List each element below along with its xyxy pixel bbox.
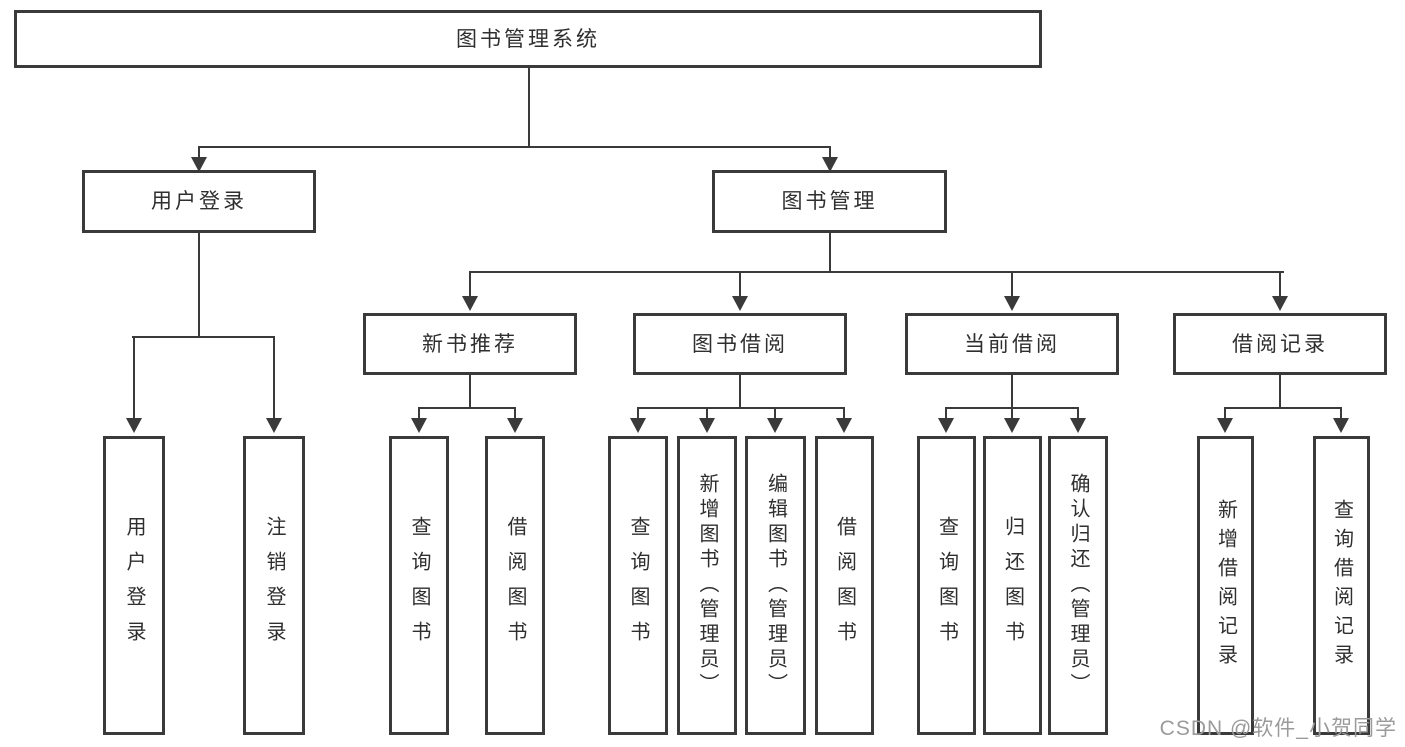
csdn-watermark: CSDN @软件_小贺同学 xyxy=(1159,717,1397,740)
arrow-down-icon xyxy=(191,157,207,172)
connector-hline xyxy=(198,146,831,148)
connector-vline xyxy=(637,407,639,419)
connector-vline xyxy=(945,407,947,419)
leaf-borrowing-add-books-admin: 新增图书（管理员） xyxy=(677,436,737,735)
node-current-borrowing-label: 当前借阅 xyxy=(964,332,1060,356)
arrow-down-icon xyxy=(1004,296,1020,311)
leaf-current-return-books-label: 归还图书 xyxy=(1001,515,1024,656)
connector-vline xyxy=(739,375,741,407)
arrow-down-icon xyxy=(1004,418,1020,433)
leaf-user-login: 用户登录 xyxy=(103,436,165,735)
leaf-current-confirm-return-admin: 确认归还（管理员） xyxy=(1048,436,1108,735)
connector-vline xyxy=(469,271,471,297)
connector-vline xyxy=(829,146,831,158)
leaf-recommend-borrow-books: 借阅图书 xyxy=(485,436,545,735)
connector-vline xyxy=(1279,375,1281,407)
node-user-login-label: 用户登录 xyxy=(151,190,247,213)
leaf-records-query-record-label: 查询借阅记录 xyxy=(1330,498,1353,673)
leaf-logout: 注销登录 xyxy=(243,436,305,735)
arrow-down-icon xyxy=(411,418,427,433)
arrow-down-icon xyxy=(767,418,783,433)
connector-vline xyxy=(1224,407,1226,419)
connector-vline xyxy=(418,407,420,419)
leaf-current-query-books-label: 查询图书 xyxy=(935,515,958,656)
connector-vline xyxy=(1279,271,1281,297)
arrow-down-icon xyxy=(1217,418,1233,433)
leaf-recommend-query-books: 查询图书 xyxy=(389,436,449,735)
node-user-login: 用户登录 xyxy=(82,170,316,233)
connector-vline xyxy=(774,407,776,419)
arrow-down-icon xyxy=(462,296,478,311)
leaf-logout-label: 注销登录 xyxy=(263,515,285,656)
leaf-records-add-record-label: 新增借阅记录 xyxy=(1214,498,1237,673)
node-book-management-label: 图书管理 xyxy=(781,190,878,213)
leaf-borrowing-borrow-books: 借阅图书 xyxy=(815,436,874,735)
connector-vline xyxy=(706,407,708,419)
arrow-down-icon xyxy=(1070,418,1086,433)
node-new-book-recommend: 新书推荐 xyxy=(363,313,577,375)
connector-vline xyxy=(469,375,471,407)
arrow-down-icon xyxy=(699,418,715,433)
leaf-current-confirm-return-admin-label: 确认归还（管理员） xyxy=(1067,473,1089,698)
node-new-book-recommend-label: 新书推荐 xyxy=(422,332,518,356)
node-current-borrowing: 当前借阅 xyxy=(905,313,1119,375)
connector-vline xyxy=(198,146,200,158)
leaf-records-query-record: 查询借阅记录 xyxy=(1313,436,1370,735)
arrow-down-icon xyxy=(1272,296,1288,311)
leaf-borrowing-borrow-books-label: 借阅图书 xyxy=(833,515,856,656)
connector-vline xyxy=(1011,375,1013,407)
connector-vline xyxy=(739,271,741,297)
connector-vline xyxy=(829,233,831,271)
leaf-records-add-record: 新增借阅记录 xyxy=(1197,436,1254,735)
leaf-borrowing-add-books-admin-label: 新增图书（管理员） xyxy=(696,473,718,698)
node-book-borrowing-label: 图书借阅 xyxy=(692,332,788,356)
connector-hline xyxy=(132,336,275,338)
leaf-recommend-borrow-books-label: 借阅图书 xyxy=(504,515,526,656)
connector-vline xyxy=(1340,407,1342,419)
leaf-recommend-query-books-label: 查询图书 xyxy=(408,515,430,656)
node-book-borrowing: 图书借阅 xyxy=(633,313,847,375)
leaf-user-login-label: 用户登录 xyxy=(123,515,145,656)
leaf-borrowing-query-books-label: 查询图书 xyxy=(627,515,649,656)
arrow-down-icon xyxy=(732,296,748,311)
node-root-label: 图书管理系统 xyxy=(456,27,600,51)
connector-hline xyxy=(1224,407,1342,409)
arrow-down-icon xyxy=(836,418,852,433)
connector-vline xyxy=(528,67,530,147)
leaf-current-return-books: 归还图书 xyxy=(983,436,1042,735)
leaf-borrowing-edit-books-admin-label: 编辑图书（管理员） xyxy=(764,473,787,698)
node-book-management: 图书管理 xyxy=(712,170,947,233)
connector-vline xyxy=(198,233,200,336)
connector-vline xyxy=(1011,271,1013,297)
arrow-down-icon xyxy=(1333,418,1349,433)
arrow-down-icon xyxy=(630,418,646,433)
node-borrowing-records-label: 借阅记录 xyxy=(1232,332,1328,356)
connector-hline xyxy=(418,407,516,409)
connector-vline xyxy=(1077,407,1079,419)
connector-vline xyxy=(133,336,135,419)
connector-hline xyxy=(469,271,1284,273)
connector-vline xyxy=(843,407,845,419)
arrow-down-icon xyxy=(938,418,954,433)
connector-vline xyxy=(273,336,275,419)
leaf-borrowing-query-books: 查询图书 xyxy=(608,436,668,735)
arrow-down-icon xyxy=(266,418,282,433)
node-root: 图书管理系统 xyxy=(14,10,1042,68)
leaf-current-query-books: 查询图书 xyxy=(917,436,976,735)
connector-hline xyxy=(637,407,845,409)
connector-vline xyxy=(1011,407,1013,419)
connector-vline xyxy=(514,407,516,419)
arrow-down-icon xyxy=(822,157,838,172)
arrow-down-icon xyxy=(507,418,523,433)
arrow-down-icon xyxy=(126,418,142,433)
node-borrowing-records: 借阅记录 xyxy=(1173,313,1387,375)
leaf-borrowing-edit-books-admin: 编辑图书（管理员） xyxy=(745,436,806,735)
